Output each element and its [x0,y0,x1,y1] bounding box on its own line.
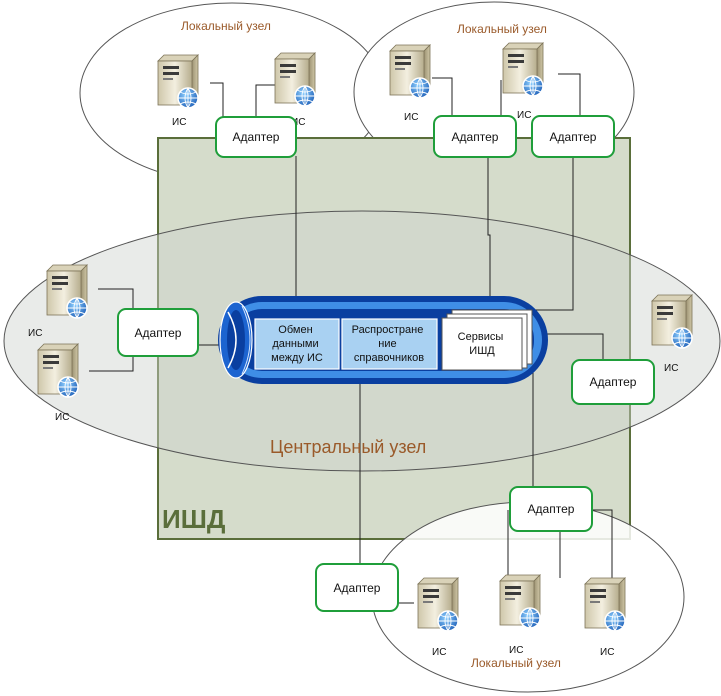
local-node-label: Локальный узел [471,656,561,670]
is-label: ИС [600,647,614,658]
server-icon [46,264,88,319]
central-node-label: Центральный узел [270,437,426,457]
adapter-box: Адаптер [315,563,399,612]
adapter-box: Адаптер [531,115,615,158]
server-icon [37,343,79,398]
adapter-label: Адаптер [233,130,280,144]
adapter-box: Адаптер [215,116,297,158]
adapter-label: Адаптер [452,130,499,144]
adapter-label: Адаптер [528,502,575,516]
bus-box-line: Сервисы [458,331,504,343]
is-label: ИС [517,110,531,121]
server-icon [157,54,199,109]
adapter-label: Адаптер [135,326,182,340]
server-icon [274,52,316,107]
is-label: ИС [509,645,523,656]
svg-text:Распростране ние с: Распростране ние справочников [352,324,427,364]
bus-box-directories: Распростране ние справочников [341,318,438,370]
is-label: ИС [664,363,678,374]
bus-box-line: между ИС [271,352,323,364]
is-label: ИС [55,412,69,423]
is-label: ИС [404,112,418,123]
adapter-label: Адаптер [550,130,597,144]
bus-box-line: ИШД [469,345,495,357]
server-icon [502,42,544,97]
server-icon [584,577,626,632]
ishd-label: ИШД [162,504,226,534]
adapter-box: Адаптер [433,115,517,158]
bus-box-line: ние [378,338,396,350]
is-label: ИС [172,117,186,128]
is-label: ИС [432,647,446,658]
bus-box-line: справочников [354,352,424,364]
server-icon [499,574,541,629]
bus-box-ishd-services: Сервисы ИШД [441,309,533,371]
server-icon [651,294,693,349]
adapter-label: Адаптер [590,375,637,389]
bus-box-line: Обмен [278,324,312,336]
adapter-box: Адаптер [571,359,655,405]
adapter-box: Адаптер [509,486,593,532]
server-icon [417,577,459,632]
svg-text:Обмен данными межд: Обмен данными между ИС [271,324,323,364]
adapter-label: Адаптер [334,581,381,595]
bus-box-line: данными [272,338,318,350]
adapter-box: Адаптер [117,308,199,357]
is-label: ИС [28,328,42,339]
svg-text:Сервисы ИШД: Сервисы ИШД [458,331,507,357]
local-node-label: Локальный узел [181,19,271,33]
server-icon [389,44,431,99]
bus-box-line: Распростране [352,324,424,336]
bus-box-data-exchange: Обмен данными между ИС [254,318,340,370]
is-label: ИС [291,117,305,128]
local-node-label: Локальный узел [457,22,547,36]
